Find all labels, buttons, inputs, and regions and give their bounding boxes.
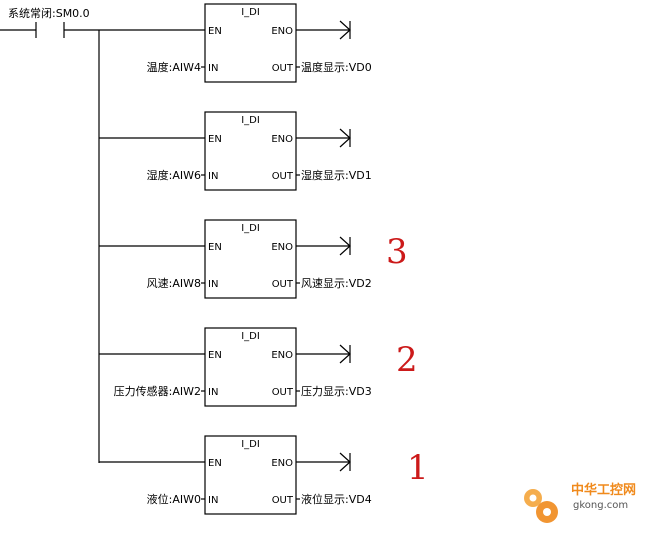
block-4: I_DI EN ENO IN OUT 压力传感器:AIW2 压力显示:VD3 2 [99,327,418,407]
pin-out: OUT [272,63,294,74]
contact-label: 系统常闭:SM0.0 [8,7,90,20]
function-box [204,219,297,299]
function-box [204,327,297,407]
watermark-url: gkong.com [573,500,628,511]
block-title: I_DI [241,223,260,234]
output-operand: 风速显示:VD2 [301,277,372,290]
pin-in: IN [208,171,218,182]
block-3: I_DI EN ENO IN OUT 风速:AIW8 风速显示:VD2 3 [99,219,408,299]
pin-en: EN [208,26,222,37]
block-title: I_DI [241,331,260,342]
input-operand: 液位:AIW0 [147,492,201,506]
pin-en: EN [208,458,222,469]
pin-out: OUT [272,279,294,290]
block-title: I_DI [241,439,260,450]
pin-in: IN [208,387,218,398]
output-operand: 温度显示:VD0 [301,60,372,74]
pin-eno: ENO [271,242,293,253]
input-operand: 压力传感器:AIW2 [114,385,201,398]
output-operand: 压力显示:VD3 [301,385,372,398]
block-5: I_DI EN ENO IN OUT 液位:AIW0 液位显示:VD4 1 [99,435,429,515]
pin-in: IN [208,279,218,290]
pin-eno: ENO [271,26,293,37]
input-operand: 温度:AIW4 [147,60,201,74]
pin-en: EN [208,242,222,253]
input-operand: 湿度:AIW6 [147,168,201,182]
pin-in: IN [208,495,218,506]
step-marker-1: 1 [407,448,429,488]
output-operand: 湿度显示:VD1 [301,168,372,182]
block-1: I_DI EN ENO IN OUT 温度:AIW4 温度显示:VD0 [99,3,372,83]
pin-out: OUT [272,495,294,506]
pin-out: OUT [272,171,294,182]
block-title: I_DI [241,7,260,18]
pin-en: EN [208,134,222,145]
block-title: I_DI [241,115,260,126]
watermark-logo: 中华工控网 gkong.com [524,482,636,523]
function-box [204,435,297,515]
step-marker-3: 3 [386,232,408,272]
watermark-text: 中华工控网 [571,482,636,498]
block-2: I_DI EN ENO IN OUT 湿度:AIW6 湿度显示:VD1 [99,111,372,191]
function-box [204,3,297,83]
pin-eno: ENO [271,458,293,469]
pin-eno: ENO [271,134,293,145]
pin-in: IN [208,63,218,74]
step-marker-2: 2 [396,340,418,380]
gear-icon [524,489,558,523]
function-box [204,111,297,191]
pin-out: OUT [272,387,294,398]
input-operand: 风速:AIW8 [147,277,201,290]
pin-eno: ENO [271,350,293,361]
pin-en: EN [208,350,222,361]
output-operand: 液位显示:VD4 [301,492,372,506]
